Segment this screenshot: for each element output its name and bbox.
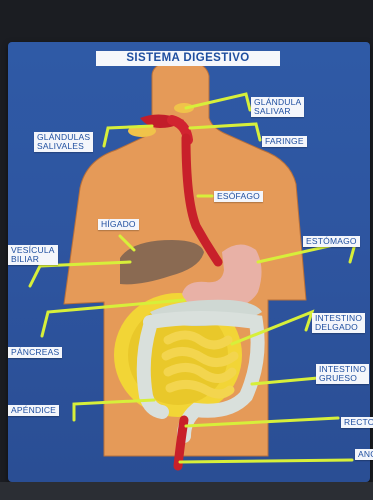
board-title: SISTEMA DIGESTIVO	[96, 51, 280, 66]
label-intestino-grueso: INTESTINO GRUESO	[316, 364, 369, 384]
label-esofago: ESÓFAGO	[214, 191, 263, 202]
label-pancreas: PÁNCREAS	[8, 347, 62, 358]
label-apendice: APÉNDICE	[8, 405, 59, 416]
label-glandula-salivar: GLÁNDULA SALIVAR	[251, 97, 304, 117]
label-faringe: FARINGE	[262, 136, 307, 147]
label-glandulas-salivales: GLÁNDULAS SALIVALES	[34, 132, 93, 152]
label-ano: ANO	[355, 449, 373, 460]
label-estomago: ESTÓMAGO	[303, 236, 360, 247]
label-intestino-delgado: INTESTINO DELGADO	[312, 313, 365, 333]
label-recto: RECTO	[341, 417, 373, 428]
label-higado: HÍGADO	[98, 219, 139, 230]
rectum	[178, 420, 184, 466]
label-vesicula-biliar: VESÍCULA BILIAR	[8, 245, 58, 265]
